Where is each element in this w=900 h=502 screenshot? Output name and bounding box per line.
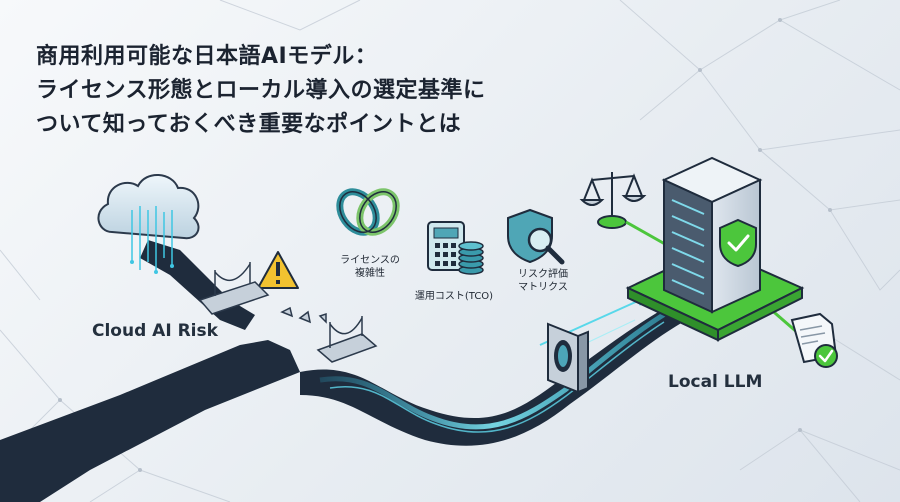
gateway-icon	[547, 322, 589, 394]
balance-scale-icon	[579, 172, 647, 229]
cloud-ai-risk-label: Cloud AI Risk	[92, 321, 218, 341]
title-line-3: ついて知っておくべき重要なポイントとは	[36, 112, 462, 137]
risk-label-line-1: リスク評価	[518, 269, 568, 280]
local-llm-label: Local LLM	[668, 372, 763, 392]
operating-cost-label: 運用コスト(TCO)	[406, 290, 502, 303]
license-label-line-1: ライセンスの	[340, 255, 400, 266]
warning-icon	[257, 251, 299, 289]
cost-label-text: 運用コスト(TCO)	[414, 291, 494, 302]
risk-label-line-2: マトリクス	[518, 282, 568, 293]
broken-road	[0, 240, 300, 502]
interlocking-rings-icon	[336, 188, 400, 236]
page-title: 商用利用可能な日本語AIモデル： ライセンス形態とローカル導入の選定基準に つい…	[36, 40, 596, 142]
server-icon	[661, 156, 763, 314]
document-check-icon	[790, 312, 838, 368]
calculator-coins-icon	[427, 221, 484, 275]
title-line-2: ライセンス形態とローカル導入の選定基準に	[36, 78, 486, 103]
broken-bridge-icon	[198, 262, 378, 363]
license-label-line-2: 複雑性	[355, 268, 385, 279]
risk-matrix-label: リスク評価 マトリクス	[506, 268, 580, 294]
data-highway	[300, 296, 690, 446]
shield-check-icon	[719, 218, 757, 268]
license-complexity-label: ライセンスの 複雑性	[333, 254, 407, 280]
title-line-1: 商用利用可能な日本語AIモデル：	[36, 44, 378, 69]
shield-magnifier-icon	[507, 208, 565, 265]
cloud-icon	[97, 174, 200, 274]
